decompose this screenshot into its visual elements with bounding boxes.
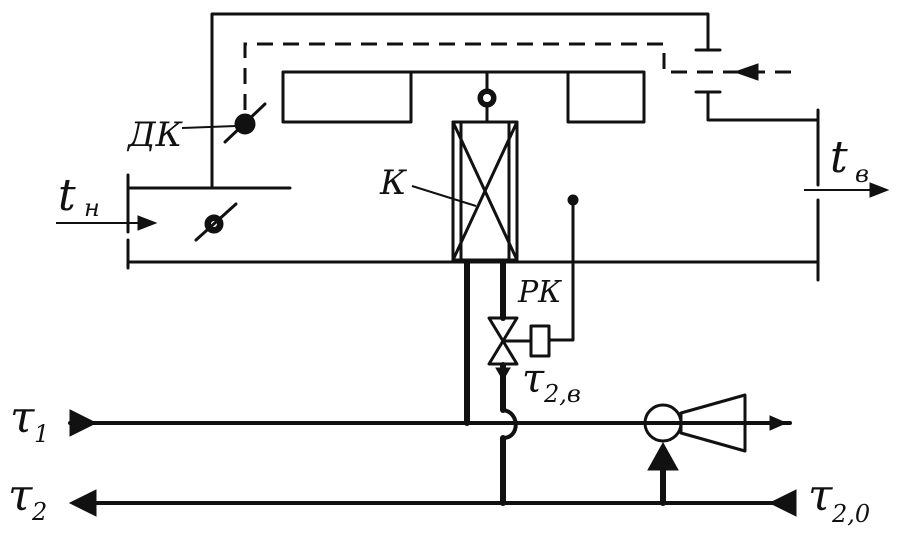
heater-k [451,120,519,262]
label-rk: РК [517,275,562,310]
damper-dk [181,102,267,144]
svg-text:н: н [84,194,100,222]
svg-text:1: 1 [34,420,49,448]
label-k: К [379,163,408,203]
svg-text:τ: τ [10,392,35,443]
svg-text:τ: τ [808,470,833,521]
svg-text:2: 2 [31,498,47,526]
supply-line [68,409,792,437]
top-damper [477,70,497,124]
svg-text:τ: τ [8,470,33,521]
svg-text:t: t [830,132,848,183]
ejector-pump [643,393,747,506]
k-leader [411,185,477,207]
control-signal-line [243,42,800,110]
temperature-sensor [548,194,579,342]
svg-text:τ: τ [522,356,545,402]
svg-text:t: t [58,170,76,221]
outlet-arrow [804,182,890,198]
return-line [68,489,797,517]
label-t-v: t в [830,132,869,188]
air-duct [126,108,820,282]
svg-text:2,0: 2,0 [831,500,870,528]
label-tau1: τ 1 [10,392,49,448]
label-dk: ДК [126,115,184,155]
svg-text:в: в [855,160,869,188]
recirculation-duct [210,12,820,190]
label-tau2: τ 2 [8,470,47,526]
label-tau2v: τ 2,в [522,356,581,408]
control-valve-rk [487,316,551,381]
heater-pipes [464,259,518,506]
inlet-damper [194,202,238,242]
svg-text:2,в: 2,в [543,380,581,408]
label-t-n: t н [58,170,100,222]
inlet-arrow [56,215,158,231]
label-tau20: τ 2,0 [808,470,870,528]
